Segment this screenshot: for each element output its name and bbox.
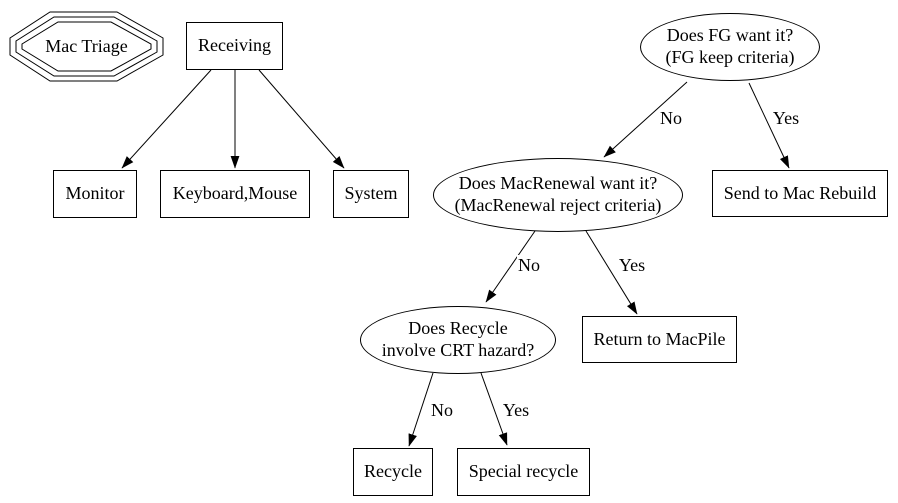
tripleoctagon-shape <box>9 11 164 82</box>
node-crt-question: Does Recycle involve CRT hazard? <box>360 306 556 374</box>
node-system: System <box>333 170 409 218</box>
node-return-to-macpile: Return to MacPile <box>582 316 737 363</box>
node-send-to-mac-rebuild: Send to Mac Rebuild <box>712 170 888 217</box>
node-monitor: Monitor <box>53 170 137 218</box>
node-receiving: Receiving <box>186 22 283 70</box>
node-special-recycle: Special recycle <box>457 448 590 496</box>
node-keyboard-mouse: Keyboard,Mouse <box>160 170 310 218</box>
edge-crt-no-recycle <box>408 372 434 447</box>
edge-label-macrenewal-yes: Yes <box>617 255 647 276</box>
edge-receiving-monitor <box>121 69 212 169</box>
edge-macrenewal-no-crt <box>485 230 536 303</box>
edge-label-crt-no: No <box>430 400 454 421</box>
node-recycle: Recycle <box>353 448 433 496</box>
edge-fg-no-macrenewal <box>603 81 688 158</box>
edge-macrenewal-yes-macpile <box>585 230 638 315</box>
edge-label-fg-no: No <box>659 108 683 129</box>
edge-label-fg-yes: Yes <box>771 108 801 129</box>
node-fg-question: Does FG want it? (FG keep criteria) <box>640 13 820 81</box>
edge-label-crt-yes: Yes <box>501 400 531 421</box>
node-macrenewal-question: Does MacRenewal want it? (MacRenewal rej… <box>433 158 683 232</box>
node-mac-triage: Mac Triage <box>45 36 128 56</box>
edge-receiving-system <box>258 69 345 169</box>
edge-label-macrenewal-no: No <box>517 255 541 276</box>
edge-fg-yes-rebuild <box>748 82 790 169</box>
edge-crt-yes-special <box>480 372 508 446</box>
